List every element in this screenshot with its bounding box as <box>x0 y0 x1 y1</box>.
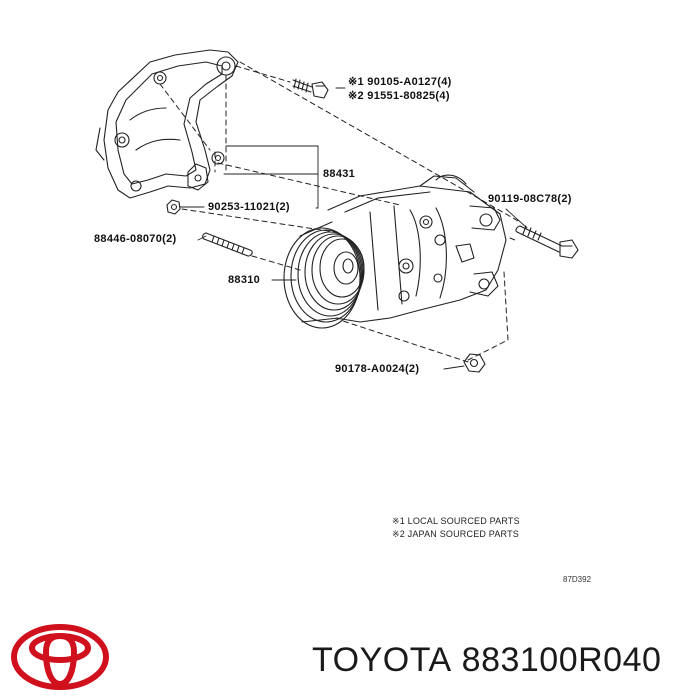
top-bolt-drawing <box>292 78 329 99</box>
mark-1-label: ※1 <box>348 76 364 88</box>
compressor-drawing <box>283 174 507 329</box>
callout-compressor: 88310 <box>228 274 261 286</box>
callout-stud-bolt: 88446-08070(2) <box>94 233 177 245</box>
note-japan-sourced: ※2 JAPAN SOURCED PARTS <box>392 529 519 539</box>
leader-lines <box>179 87 528 370</box>
bracket-drawing <box>95 49 239 199</box>
callout-mark-1: ※1 90105-A0127(4) <box>348 76 452 89</box>
right-bolt-drawing <box>515 225 579 259</box>
callout-bracket: 88431 <box>323 168 356 180</box>
small-nut-drawing <box>166 199 181 215</box>
bottom-nut-drawing <box>463 353 486 373</box>
brand-name: TOYOTA <box>312 641 452 679</box>
mark-2-label: ※2 <box>348 90 364 102</box>
callout-bolt-top-1: 90105-A0127(4) <box>367 76 452 88</box>
callout-bottom-nut: 90178-A0024(2) <box>335 363 420 375</box>
callout-mark-2: ※2 91551-80825(4) <box>348 90 450 103</box>
note-local-sourced: ※1 LOCAL SOURCED PARTS <box>392 516 520 526</box>
callout-right-bolt: 90119-08C78(2) <box>488 193 572 205</box>
part-number: 883100R040 <box>461 641 662 679</box>
drawing-id: 87D392 <box>563 575 592 584</box>
callout-bolt-top-2: 91551-80825(4) <box>367 90 450 102</box>
alignment-lines <box>159 61 521 363</box>
callout-small-nut: 90253-11021(2) <box>208 201 290 213</box>
toyota-logo-shape <box>11 624 109 690</box>
stud-bolt-drawing <box>202 232 253 257</box>
